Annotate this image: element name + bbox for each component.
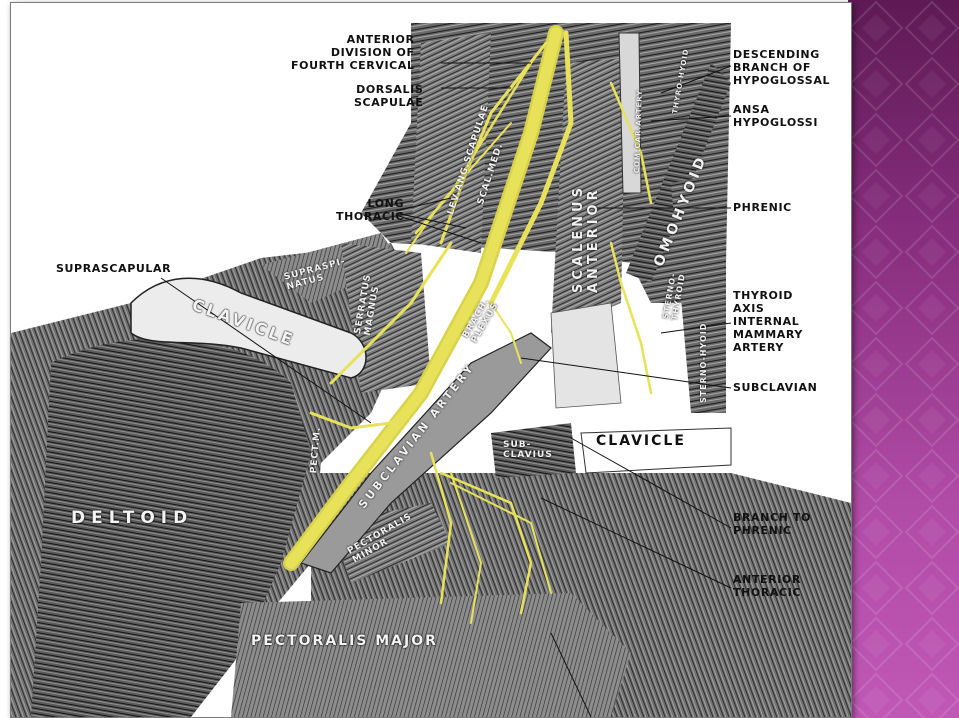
anatomy-illustration [11, 3, 851, 717]
sterno-hyoid-muscle [671, 173, 726, 413]
label-subclavian: SUBCLAVIAN [733, 381, 818, 394]
label-deltoid: DELTOID [71, 508, 194, 528]
label-descending-branch: DESCENDING BRANCH OF HYPOGLOSSAL [733, 48, 831, 87]
label-suprascapular: SUPRASCAPULAR [56, 262, 172, 275]
label-sterno-hyoid: STERNO-HYOID [699, 322, 708, 403]
subclavian-artery [300, 332, 552, 574]
label-ansa-hypoglossi: ANSA HYPOGLOSSI [733, 103, 819, 129]
decorative-purple-band [848, 0, 959, 718]
label-pectoralis-major: PECTORALIS MAJOR [251, 633, 438, 649]
label-anterior-thoracic: ANTERIOR THORACIC [733, 573, 802, 599]
label-scalenus-anterior: SCALENUS ANTERIOR [571, 184, 601, 293]
label-clavicle-right: CLAVICLE [596, 433, 686, 449]
label-dorsalis-scapulae: DORSALIS SCAPULAE [354, 83, 424, 109]
pectoralis-major-muscle [231, 593, 631, 717]
common-carotid-artery [618, 32, 642, 194]
subclavius-muscle [491, 423, 576, 478]
label-phrenic: PHRENIC [733, 201, 792, 214]
clavicle-bone-left [130, 277, 367, 379]
label-anterior-division: ANTERIOR DIVISION OF FOURTH CERVICAL [291, 33, 415, 72]
label-thyroid-axis: THYROID AXIS INTERNAL MAMMARY ARTERY [733, 289, 803, 354]
anatomy-figure: ANTERIOR DIVISION OF FOURTH CERVICAL DOR… [10, 2, 852, 718]
clavicle-bone-right [580, 427, 732, 474]
diamond-pattern [848, 0, 959, 718]
label-subclavius: SUB- CLAVIUS [503, 440, 553, 460]
tendon-patch [550, 302, 622, 409]
label-branch-to-phrenic: BRANCH TO PHRENIC [733, 511, 811, 537]
label-long-thoracic: LONG THORACIC [336, 197, 405, 223]
leader-lines [160, 62, 732, 717]
nerve-network [283, 25, 653, 624]
